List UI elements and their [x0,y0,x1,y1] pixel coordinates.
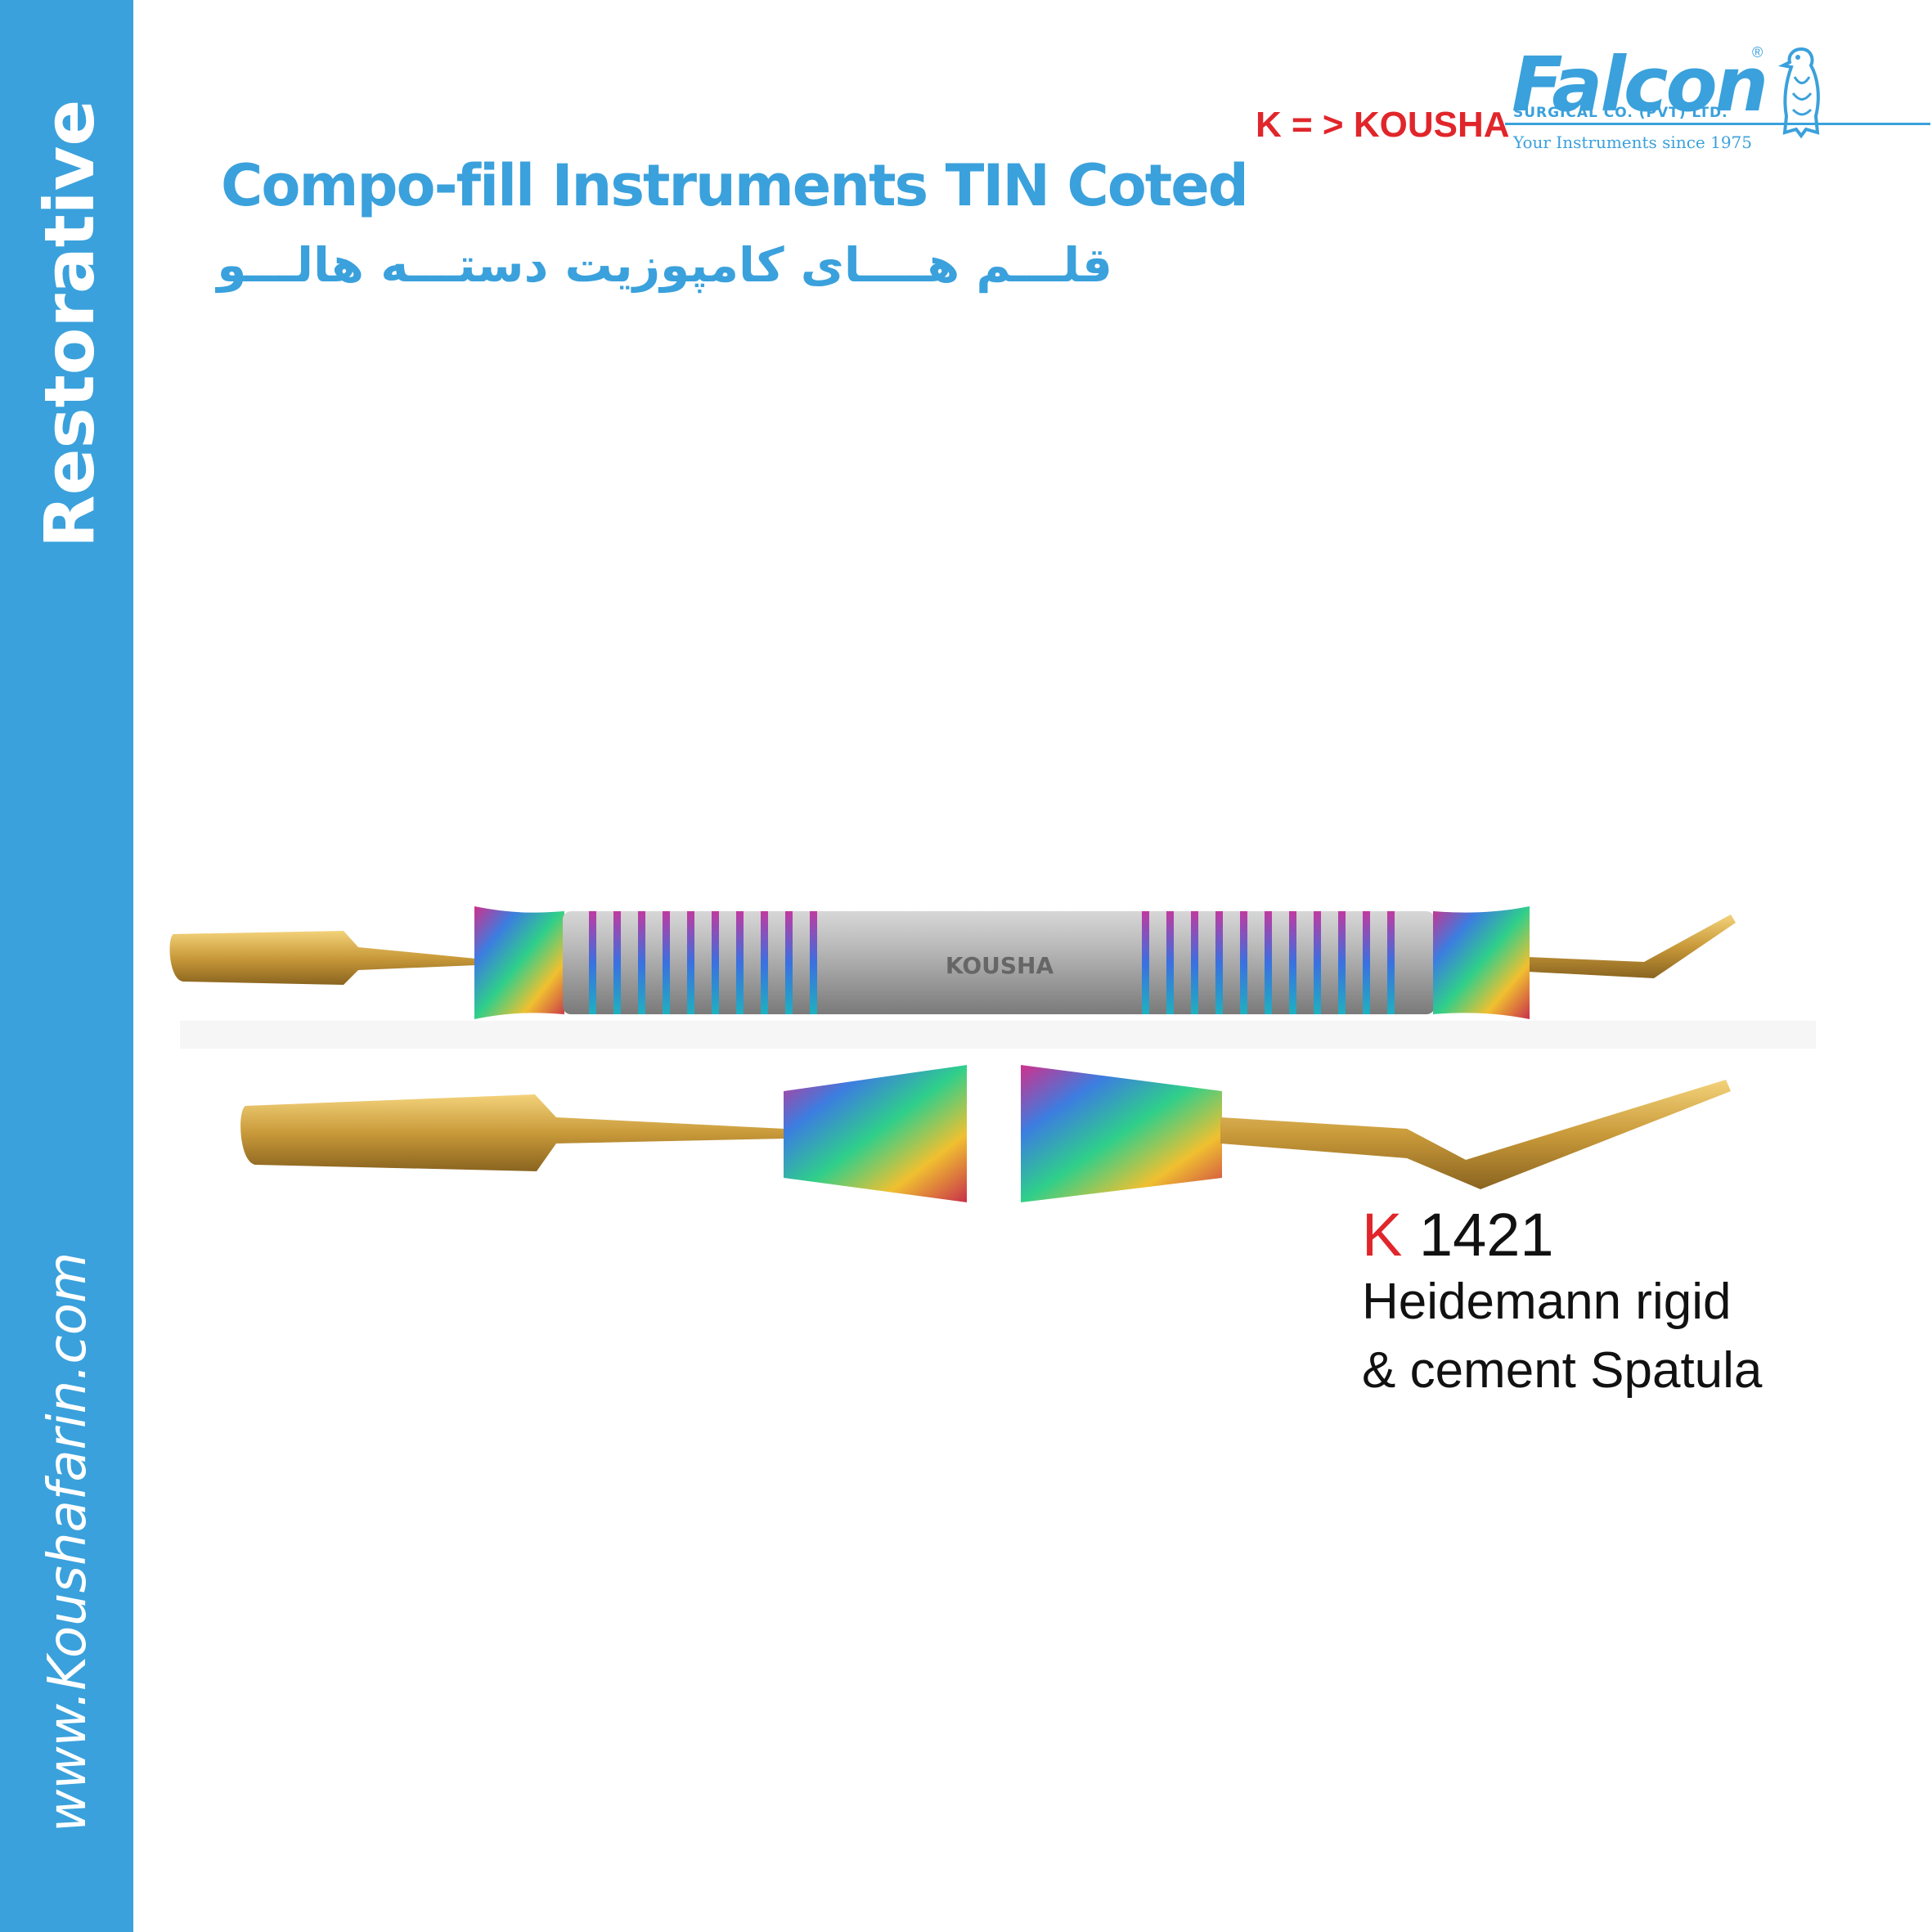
logo-tagline: Your Instruments since 1975 [1513,133,1753,152]
brand-mapping: K = > KOUSHA [1256,105,1510,145]
left-detail-collar [784,1065,967,1202]
disassembled-ends [240,1065,1731,1202]
right-grip-rings [1142,911,1395,1014]
left-spatula-tip [169,931,477,985]
product-name-line2: & cement Spatula [1362,1342,1763,1399]
product-code-number: 1421 [1418,1201,1554,1269]
handle-reflection [180,1021,1816,1049]
product-code-prefix: K [1362,1201,1403,1269]
instrument-illustration: KOUSHA [169,906,1816,1202]
right-detail-collar [1021,1065,1222,1202]
category-label: Restorative [29,99,110,548]
handle-brand-label: KOUSHA [946,952,1054,979]
page-title: Compo-fill Instruments TIN Coted [221,152,1249,219]
left-grip-rings [589,911,817,1014]
right-collar [1433,906,1530,1019]
assembled-instrument: KOUSHA [169,906,1816,1049]
right-detail-probe [1220,1080,1731,1189]
product-code: K 1421 [1362,1202,1762,1268]
product-name-line1: Heidemann rigid [1362,1274,1732,1330]
product-info: K 1421 Heidemann rigid & cement Spatula [1362,1202,1762,1405]
falcon-bird-icon [1777,47,1820,139]
falcon-logo: Falcon ® SURGICAL CO. (PVT) LTD. Your In… [1505,41,1930,164]
logo-underline [1505,123,1930,125]
website-link[interactable]: www.Koushafarin.com [38,1251,98,1832]
left-detail-spatula [240,1094,785,1171]
logo-name: Falcon [1512,41,1768,128]
logo-registered: ® [1752,44,1764,61]
left-collar [474,906,564,1019]
page-subtitle-persian: قلـــم هــــای کامپوزیت دستـــه هالـــو [217,237,1112,293]
logo-company: SURGICAL CO. (PVT) LTD. [1513,105,1728,121]
sidebar: Restorative www.Koushafarin.com [0,0,133,1932]
right-probe-tip [1528,914,1736,978]
